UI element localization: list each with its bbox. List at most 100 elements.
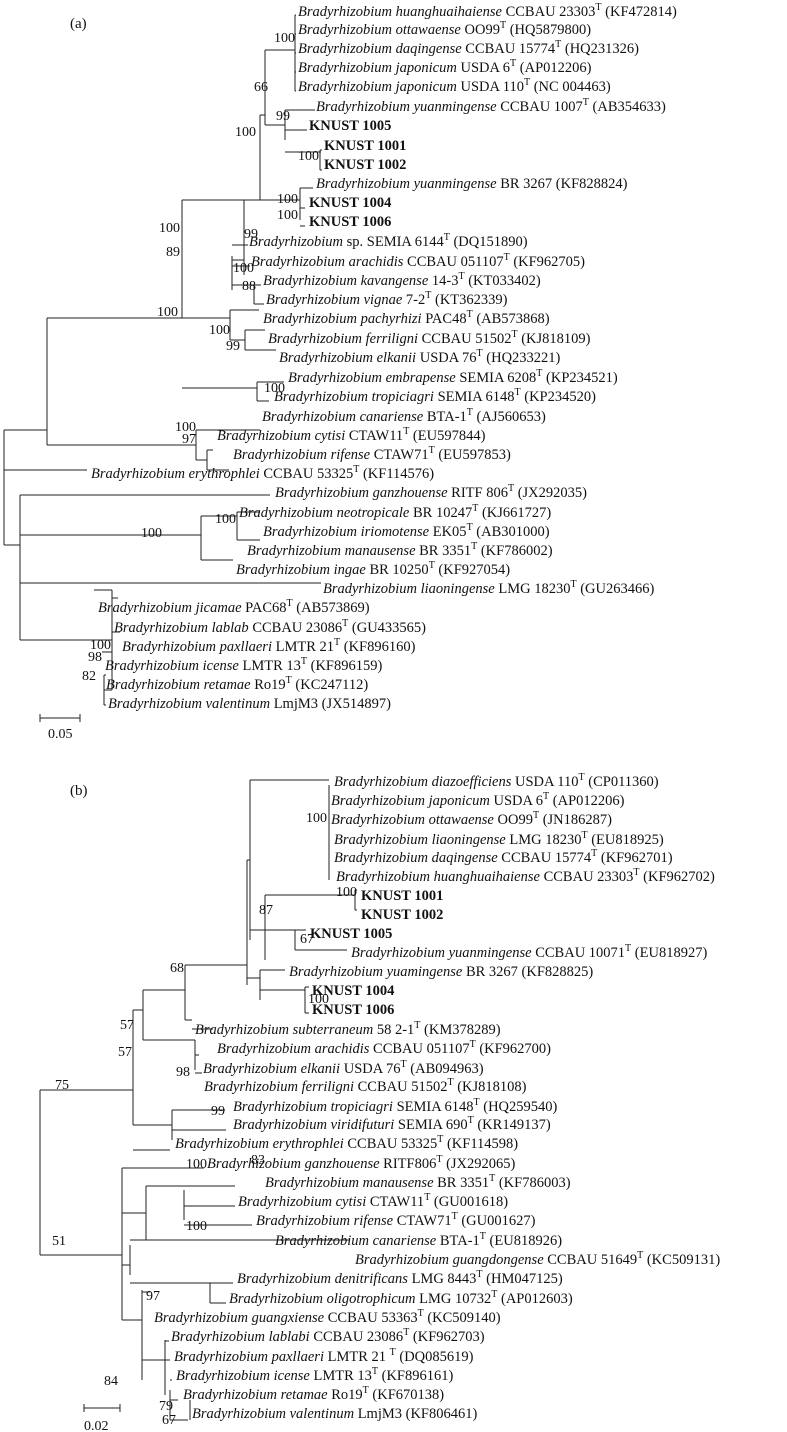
taxon-label: Bradyrhizobium retamae Ro19T (KF670138) xyxy=(183,1385,444,1403)
taxon-accession: (EU597844) xyxy=(409,428,485,444)
panel-label: (b) xyxy=(70,783,88,799)
taxon-genus: Bradyrhizobium xyxy=(251,254,349,270)
taxon-species: ganzhouense xyxy=(373,485,452,501)
bootstrap-value: 100 xyxy=(308,992,329,1007)
type-strain-mark: T xyxy=(437,1134,443,1145)
taxon-label: Bradyrhizobium ferriligni CCBAU 51502T (… xyxy=(268,329,591,347)
panel-label: (a) xyxy=(70,16,87,32)
bootstrap-value: 100 xyxy=(277,192,298,207)
taxon-strain: Ro19 xyxy=(331,1387,362,1403)
type-strain-mark: T xyxy=(500,20,506,31)
taxon-accession: (EU818926) xyxy=(486,1233,562,1249)
taxon-strain: RITF806 xyxy=(383,1156,436,1172)
taxon-label: Bradyrhizobium ottawaense OO99T (JN18628… xyxy=(331,810,612,828)
type-strain-mark: T xyxy=(452,1211,458,1222)
taxon-accession: (KF786003) xyxy=(495,1175,570,1191)
taxon-label: Bradyrhizobium huanghuaihaiense CCBAU 23… xyxy=(298,2,677,20)
taxon-genus: Bradyrhizobium xyxy=(204,1079,302,1095)
taxon-label: Bradyrhizobium canariense BTA-1T (EU8189… xyxy=(275,1231,562,1249)
taxon-accession: (KP234521) xyxy=(542,370,617,386)
type-strain-mark: T xyxy=(458,271,464,282)
taxon-strain: LMTR 21 xyxy=(328,1349,390,1365)
type-strain-mark: T xyxy=(536,368,542,379)
taxon-strain: KNUST 1006 xyxy=(309,214,391,230)
type-strain-mark: T xyxy=(515,387,521,398)
taxon-species: paxllaeri xyxy=(219,639,276,655)
taxon-strain: BR 3267 xyxy=(500,176,552,192)
taxon-label: Bradyrhizobium canariense BTA-1T (AJ5606… xyxy=(262,407,546,425)
taxon-label: KNUST 1002 xyxy=(324,157,406,173)
taxon-strain: KNUST 1002 xyxy=(324,157,406,173)
taxon-genus: Bradyrhizobium xyxy=(266,292,364,308)
taxon-species: denitrificans xyxy=(335,1271,412,1287)
type-strain-mark: T xyxy=(390,1347,396,1358)
bootstrap-value: 82 xyxy=(82,669,96,684)
taxon-strain: USDA 6 xyxy=(493,793,543,809)
bootstrap-value: 75 xyxy=(55,1078,69,1093)
taxon-species: yuamingense xyxy=(385,964,466,980)
taxon-label: Bradyrhizobium vignae 7-2T (KT362339) xyxy=(266,290,508,308)
taxon-genus: Bradyrhizobium xyxy=(334,832,432,848)
taxon-label: Bradyrhizobium icense LMTR 13T (KF896161… xyxy=(176,1366,453,1384)
taxon-strain: CTAW71 xyxy=(374,447,429,463)
taxon-strain: CCBAU 51649 xyxy=(547,1252,637,1268)
taxon-accession: (GU433565) xyxy=(348,620,426,636)
bootstrap-value: 99 xyxy=(276,109,290,124)
taxon-accession: (HQ231326) xyxy=(561,41,639,57)
bootstrap-value: 67 xyxy=(162,1413,176,1428)
type-strain-mark: T xyxy=(353,464,359,475)
taxon-label: KNUST 1005 xyxy=(310,926,392,942)
bootstrap-value: 51 xyxy=(52,1234,66,1249)
taxon-genus: Bradyrhizobium xyxy=(247,543,345,559)
taxon-species: huanghuaihaiense xyxy=(434,869,544,885)
taxon-strain: LmjM3 xyxy=(274,696,318,712)
taxon-genus: Bradyrhizobium xyxy=(263,524,361,540)
taxon-accession: (HM047125) xyxy=(483,1271,563,1287)
taxon-genus: Bradyrhizobium xyxy=(316,99,414,115)
taxon-species: daqingense xyxy=(432,850,502,866)
type-strain-mark: T xyxy=(470,1039,476,1050)
taxon-label: Bradyrhizobium lablabi CCBAU 23086T (KF9… xyxy=(171,1327,485,1345)
taxon-strain: 58 2-1 xyxy=(377,1022,414,1038)
taxon-accession: (KF472814) xyxy=(602,4,677,20)
taxon-genus: Bradyrhizobium xyxy=(331,793,429,809)
taxon-strain: Ro19 xyxy=(254,677,285,693)
taxon-label: Bradyrhizobium guangxiense CCBAU 53363T … xyxy=(154,1308,501,1326)
taxon-genus: Bradyrhizobium xyxy=(233,447,331,463)
taxon-strain: USDA 76 xyxy=(420,350,477,366)
taxon-label: Bradyrhizobium daqingense CCBAU 15774T (… xyxy=(334,848,673,866)
bootstrap-value: 83 xyxy=(251,1153,265,1168)
taxon-label: Bradyrhizobium japonicum USDA 6T (AP0122… xyxy=(298,58,592,76)
taxon-genus: Bradyrhizobium xyxy=(192,1406,290,1422)
taxon-label: Bradyrhizobium viridifuturi SEMIA 690T (… xyxy=(233,1115,551,1133)
taxon-species: huanghuaihaiense xyxy=(396,4,506,20)
taxon-accession: (KF962700) xyxy=(476,1041,551,1057)
taxon-accession: (AP012603) xyxy=(497,1291,572,1307)
taxon-strain: CCBAU 23303 xyxy=(544,869,634,885)
taxon-strain: LMG 10732 xyxy=(419,1291,491,1307)
taxon-strain: OO99 xyxy=(498,812,533,828)
taxon-genus: Bradyrhizobium xyxy=(217,428,315,444)
type-strain-mark: T xyxy=(471,541,477,552)
type-strain-mark: T xyxy=(504,252,510,263)
type-strain-mark: T xyxy=(444,232,450,243)
bootstrap-value: 100 xyxy=(186,1157,207,1172)
taxon-genus: Bradyrhizobium xyxy=(288,370,386,386)
type-strain-mark: T xyxy=(583,97,589,108)
taxon-species: ottawaense xyxy=(429,812,498,828)
taxon-species: icense xyxy=(203,658,243,674)
taxon-label: Bradyrhizobium diazoefficiens USDA 110T … xyxy=(334,772,659,790)
taxon-genus: Bradyrhizobium xyxy=(122,639,220,655)
bootstrap-value: 100 xyxy=(264,381,285,396)
taxon-accession: (AB301000) xyxy=(473,524,550,540)
taxon-accession: (GU001618) xyxy=(430,1194,508,1210)
type-strain-mark: T xyxy=(543,791,549,802)
taxon-accession: (KF927054) xyxy=(435,562,510,578)
taxon-species: neotropicale xyxy=(337,505,413,521)
taxon-strain: EK05 xyxy=(433,524,467,540)
taxon-label: Bradyrhizobium elkanii USDA 76T (HQ23322… xyxy=(279,348,561,366)
taxon-accession: (AJ560653) xyxy=(473,409,546,425)
taxon-strain: CCBAU 15774 xyxy=(465,41,556,57)
type-strain-mark: T xyxy=(467,522,473,533)
taxon-label: KNUST 1002 xyxy=(361,907,443,923)
